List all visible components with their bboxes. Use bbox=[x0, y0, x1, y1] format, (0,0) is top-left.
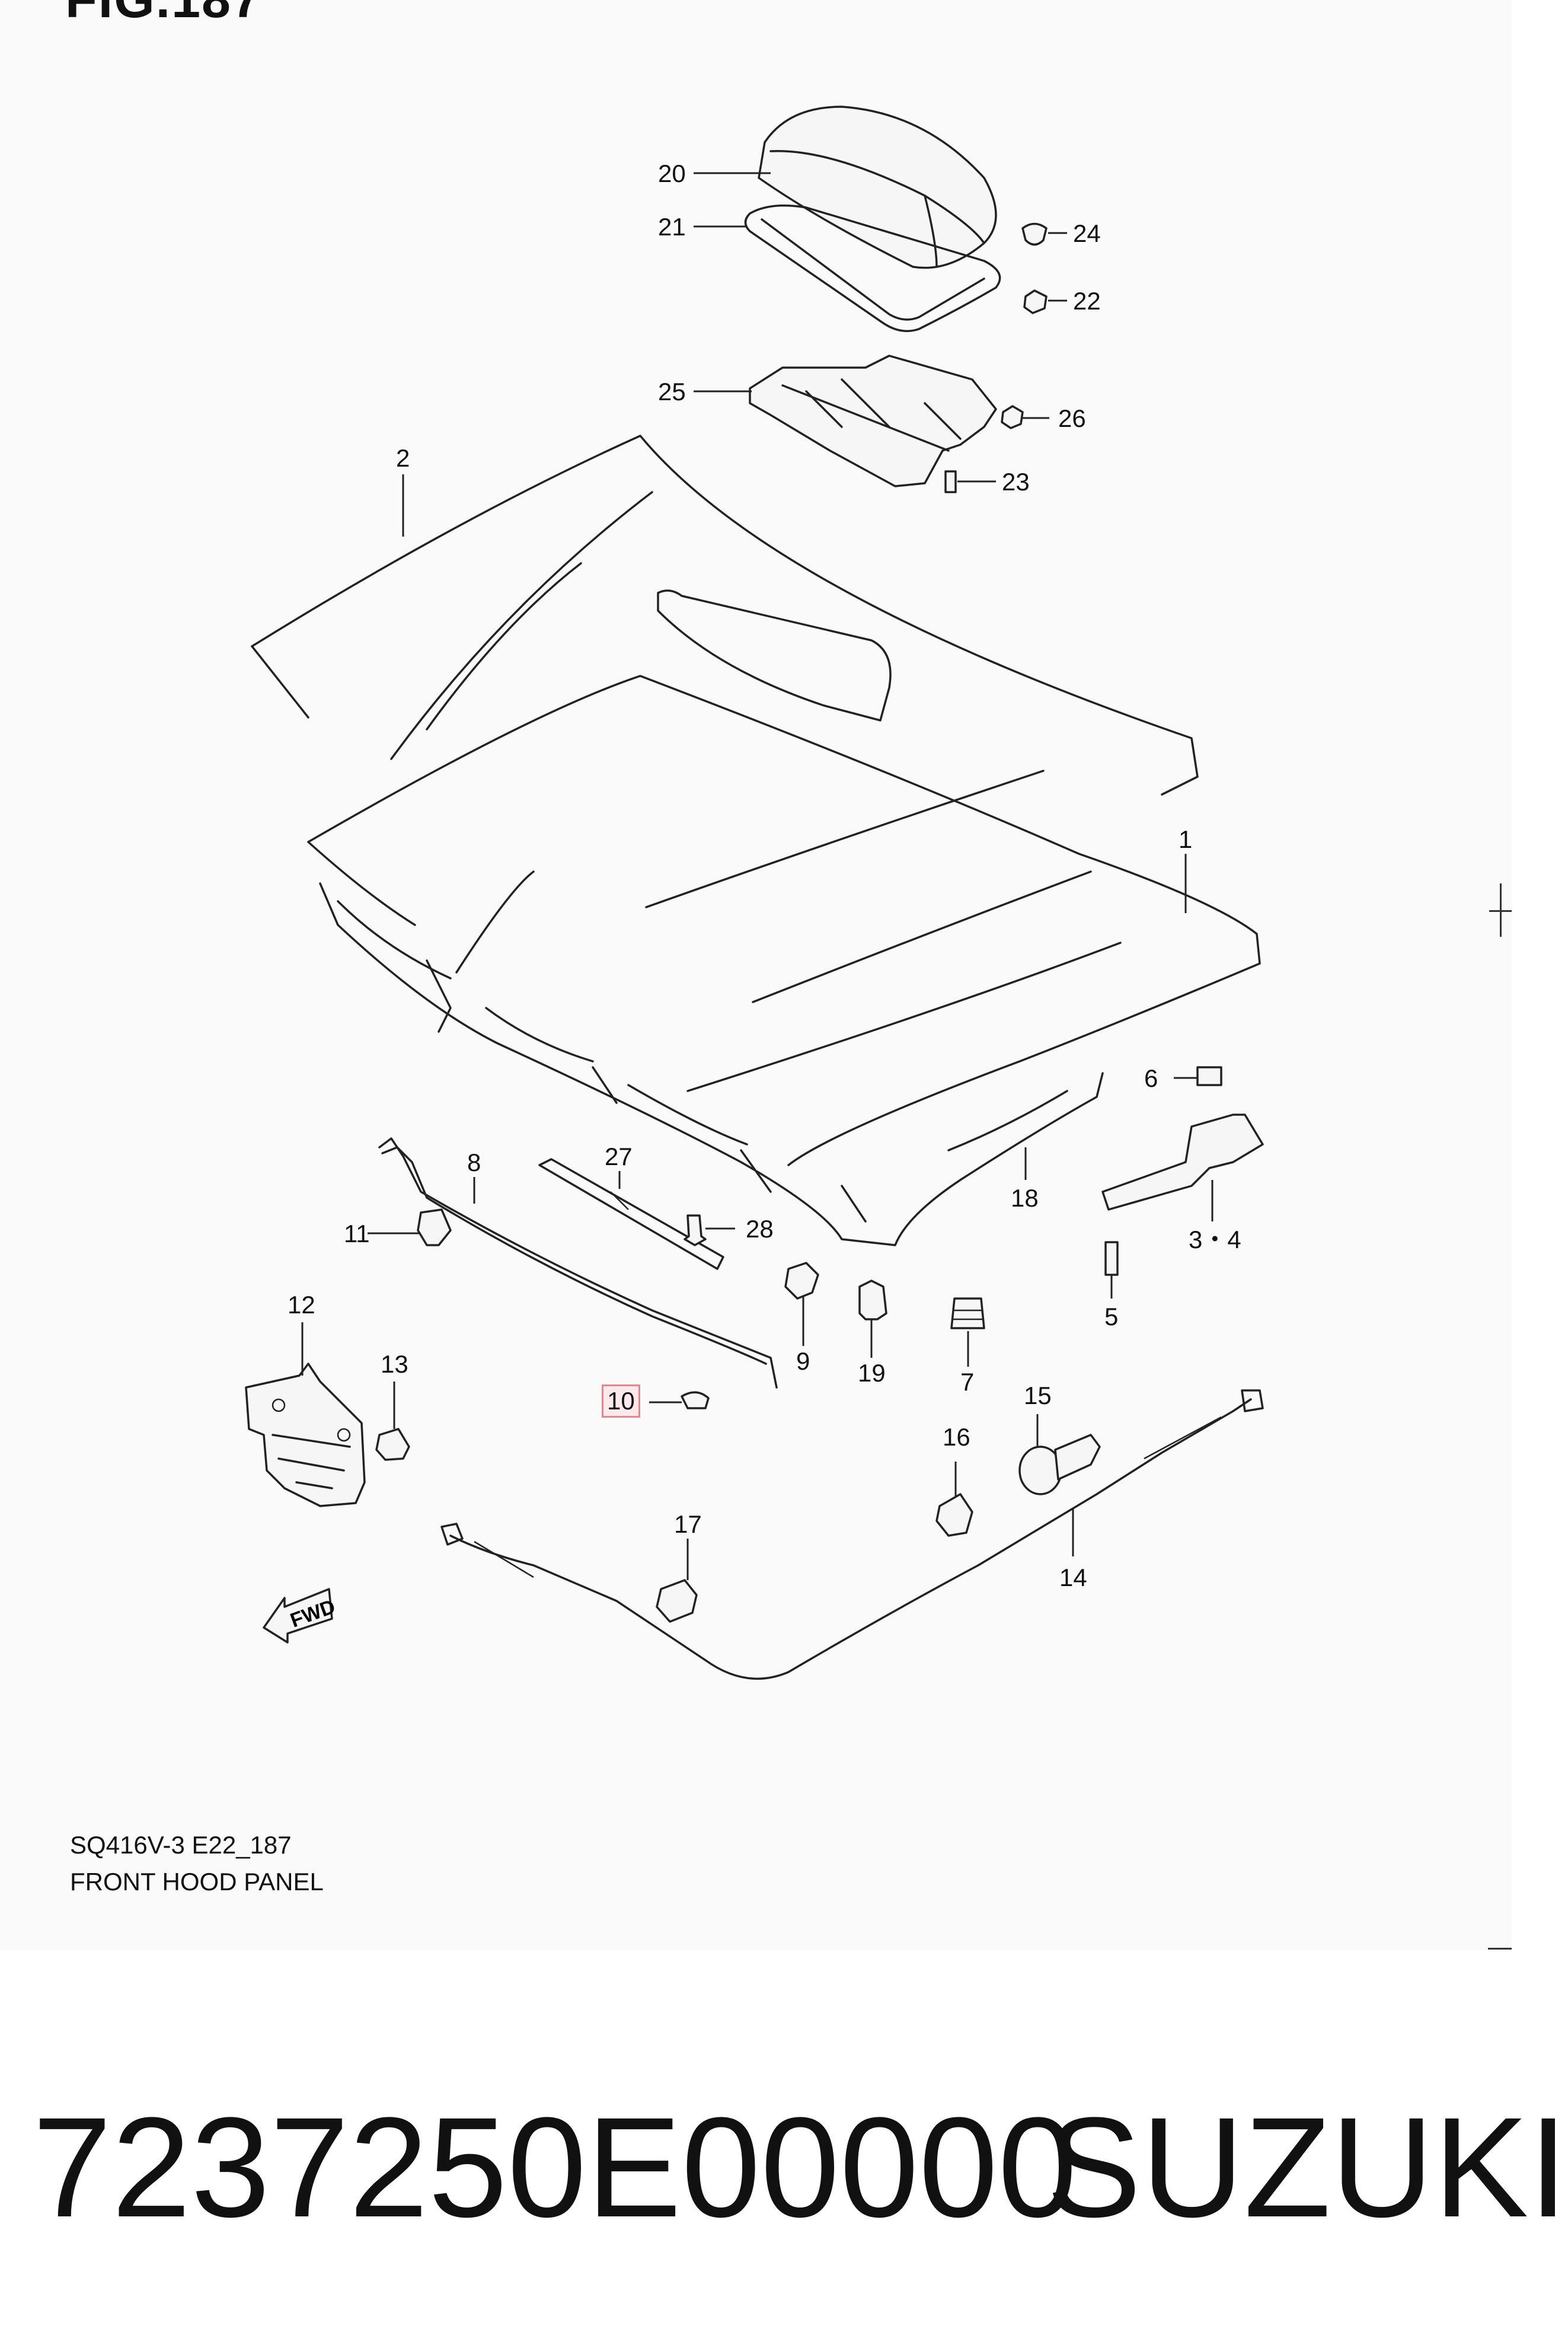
callout-13[interactable]: 13 bbox=[381, 1350, 408, 1378]
callout-12[interactable]: 12 bbox=[288, 1291, 315, 1319]
callout-16[interactable]: 16 bbox=[943, 1423, 970, 1451]
part-10-cap bbox=[681, 1391, 710, 1409]
part-26-nut bbox=[1001, 405, 1024, 429]
leader-lines bbox=[301, 172, 1213, 1580]
callout-19[interactable]: 19 bbox=[858, 1359, 886, 1387]
section-name: FRONT HOOD PANEL bbox=[70, 1868, 324, 1896]
callout-11[interactable]: 11 bbox=[344, 1220, 370, 1248]
callout-21[interactable]: 21 bbox=[658, 213, 686, 241]
callout-25[interactable]: 25 bbox=[658, 378, 686, 406]
part-25-scoop-bracket bbox=[749, 355, 997, 487]
callout-15[interactable]: 15 bbox=[1024, 1382, 1052, 1409]
part-23-bolt bbox=[944, 470, 957, 493]
callout-8[interactable]: 8 bbox=[467, 1149, 481, 1176]
part-number: 7237250E00000 bbox=[33, 2088, 1077, 2247]
callout-22[interactable]: 22 bbox=[1073, 287, 1101, 315]
model-code: SQ416V-3 E22_187 bbox=[70, 1831, 292, 1859]
callout-2[interactable]: 2 bbox=[396, 444, 410, 472]
part-15-grommet bbox=[1018, 1434, 1101, 1495]
part-7-hood-cushion bbox=[950, 1297, 985, 1329]
part-18-hood-inner-frame bbox=[319, 882, 1104, 1246]
callout-5[interactable]: 5 bbox=[1104, 1303, 1119, 1331]
exploded-parts-drawing: FWD bbox=[245, 106, 1264, 1680]
callout-14[interactable]: 14 bbox=[1059, 1564, 1087, 1591]
part-13-bolt bbox=[375, 1428, 410, 1461]
part-24-clip bbox=[1021, 222, 1048, 246]
part-27-seal-strip bbox=[538, 1158, 724, 1270]
part-5-bolt bbox=[1104, 1241, 1119, 1276]
part-12-hood-lock bbox=[245, 1363, 366, 1507]
part-21-scoop-gasket bbox=[744, 204, 1001, 333]
callout-18[interactable]: 18 bbox=[1011, 1184, 1039, 1212]
callout-20[interactable]: 20 bbox=[658, 159, 686, 187]
callout-3-4[interactable]: 3・4 bbox=[1189, 1226, 1241, 1253]
part-9-rod-holder bbox=[784, 1262, 819, 1300]
diagram-panel: FWD bbox=[65, 0, 1512, 1950]
part-16-clamp bbox=[935, 1493, 973, 1537]
part-17-clamp bbox=[656, 1579, 698, 1623]
part-22-nut bbox=[1023, 289, 1048, 314]
fwd-arrow-icon: FWD bbox=[263, 1588, 338, 1644]
callout-1[interactable]: 1 bbox=[1179, 825, 1193, 853]
part-20-hood-scoop bbox=[758, 106, 997, 269]
callout-9[interactable]: 9 bbox=[796, 1347, 810, 1375]
callout-26[interactable]: 26 bbox=[1058, 404, 1086, 432]
edge-tick-right-vertical bbox=[1500, 883, 1502, 937]
edge-tick-bottom bbox=[1488, 1948, 1512, 1950]
part-14-release-cable bbox=[440, 1389, 1264, 1680]
callout-27[interactable]: 27 bbox=[605, 1143, 633, 1170]
callout-17[interactable]: 17 bbox=[674, 1510, 702, 1538]
callout-7[interactable]: 7 bbox=[960, 1368, 975, 1396]
part-8-hood-support-rod bbox=[378, 1137, 778, 1389]
part-6-bolt bbox=[1196, 1066, 1222, 1086]
part-11-rod-holder bbox=[417, 1208, 452, 1246]
callout-28[interactable]: 28 bbox=[746, 1215, 774, 1243]
callout-24[interactable]: 24 bbox=[1073, 219, 1101, 247]
part-3-4-hood-hinge bbox=[1101, 1114, 1264, 1211]
part-1-hood-panel bbox=[307, 675, 1261, 1166]
callout-10-highlighted[interactable]: 10 bbox=[602, 1384, 640, 1418]
callout-23[interactable]: 23 bbox=[1002, 468, 1030, 496]
figure-title: FIG.187 bbox=[65, 0, 262, 30]
part-28-clip bbox=[684, 1214, 707, 1246]
part-2-hood-panel-outline bbox=[251, 435, 1199, 796]
part-19-clip bbox=[858, 1280, 887, 1320]
callout-6[interactable]: 6 bbox=[1144, 1064, 1158, 1092]
brand-name: SUZUKI bbox=[1046, 2088, 1568, 2247]
